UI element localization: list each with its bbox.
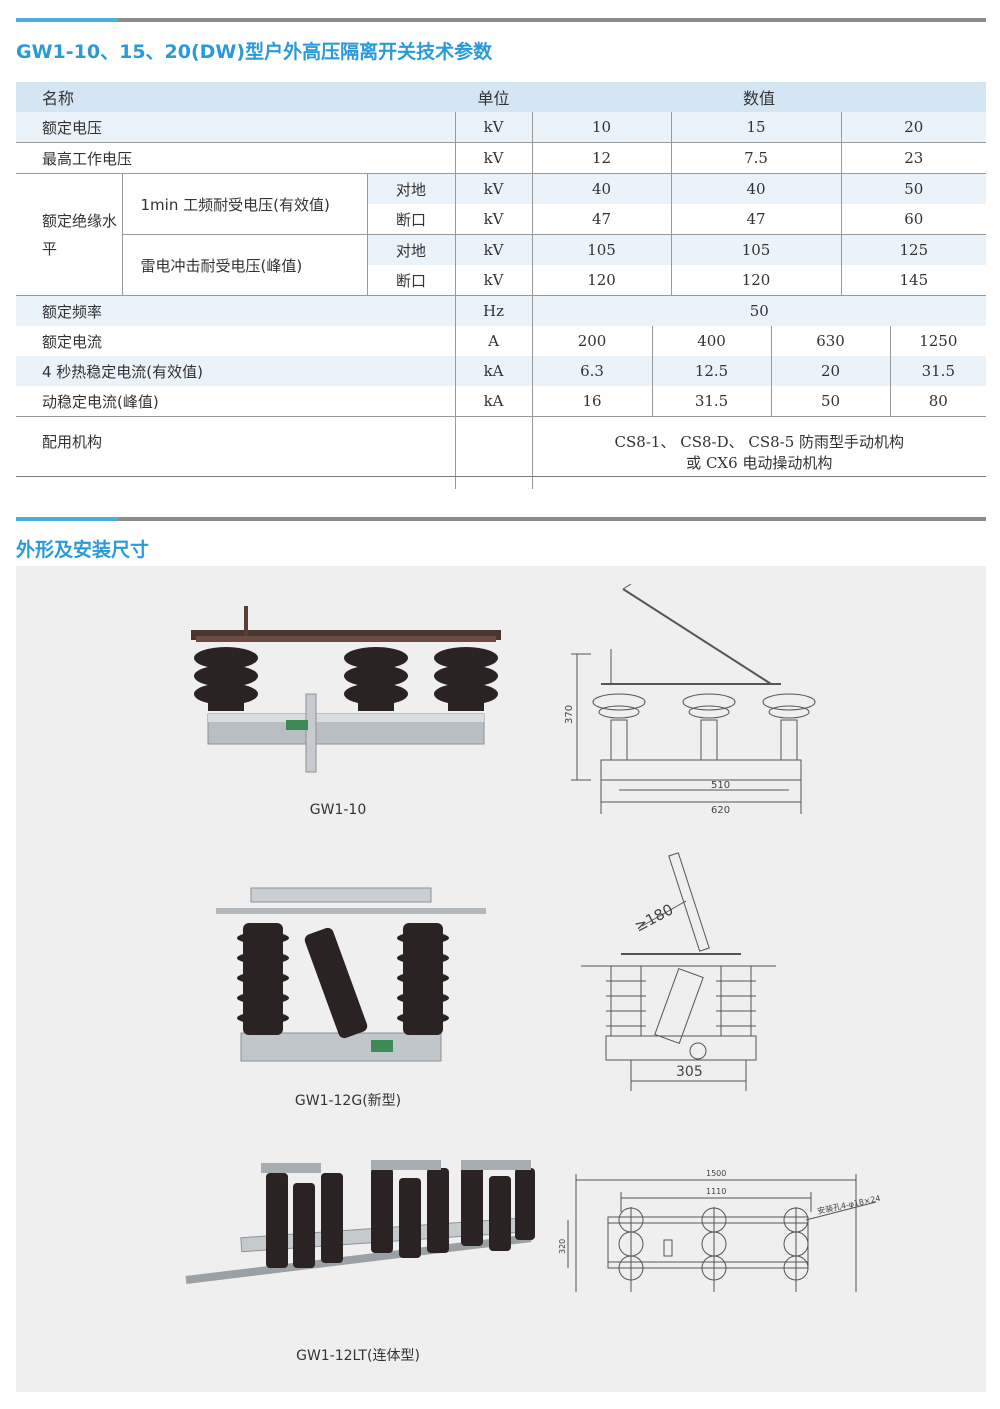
unit-cell: kA: [454, 386, 533, 417]
value-cell: 31.5: [651, 386, 772, 417]
figure-panel: GW1-10 370 510 620 GW1-12G(新型): [16, 566, 986, 1392]
gw1-12lt-caption: GW1-12LT(连体型): [296, 1348, 420, 1364]
row-label: 4 秒热稳定电流(有效值): [16, 356, 456, 386]
value-cell: 630: [770, 326, 891, 356]
row-label: 额定电流: [42, 332, 103, 351]
break-label: 断口: [366, 265, 456, 296]
value-cell: 47: [670, 204, 842, 235]
value-cell: 47: [531, 204, 672, 235]
lightning-label: 雷电冲击耐受电压(峰值): [121, 234, 367, 296]
row-label: 动稳定电流(峰值): [16, 386, 456, 417]
spec-table: 名称 单位 数值 额定电压 kV 10 15 20 最高工作电压 kV 12 7…: [16, 82, 987, 489]
dim-angle: ≥180: [631, 900, 676, 935]
gw1-10-caption: GW1-10: [309, 802, 367, 818]
value-cell: 31.5: [889, 356, 987, 386]
gw1-12g-drawing: ≥180 305: [581, 852, 776, 1091]
dim-height: 370: [564, 705, 575, 724]
dim-height: 320: [558, 1239, 567, 1254]
unit-cell: kV: [454, 204, 533, 235]
dim-inner: 1110: [706, 1187, 726, 1196]
value-cell: 15: [670, 112, 842, 143]
value-cell: 80: [889, 386, 987, 417]
unit-cell: Hz: [454, 295, 533, 326]
value-cell: 200: [531, 326, 653, 356]
gw1-12g-caption: GW1-12G(新型): [294, 1093, 402, 1109]
value-cell: 40: [670, 173, 842, 204]
value-cell: 145: [840, 265, 987, 296]
unit-cell: kA: [454, 356, 533, 386]
value-cell: 6.3: [531, 356, 653, 386]
value-cell: 120: [670, 265, 842, 296]
divider-accent: [16, 18, 118, 22]
dim-width: 305: [676, 1064, 703, 1080]
value-cell: 60: [840, 204, 987, 235]
dim-outer: 1500: [706, 1169, 726, 1178]
power-freq-label: 1min 工频耐受电压(有效值): [121, 173, 367, 235]
divider-accent: [16, 517, 118, 521]
hole-note: 安装孔4-φ18×24: [816, 1193, 881, 1216]
unit-cell: [454, 416, 533, 489]
ground-label: 对地: [366, 234, 456, 265]
value-cell: 105: [670, 234, 842, 265]
value-cell: 12.5: [651, 356, 772, 386]
value-cell: 1250: [889, 326, 987, 356]
value-cell: 16: [531, 386, 653, 417]
value-cell: 10: [531, 112, 672, 143]
top-divider: [16, 18, 986, 22]
section-title-dimensions: 外形及安装尺寸: [16, 539, 150, 561]
unit-cell: A: [454, 326, 533, 356]
break-label: 断口: [366, 204, 456, 235]
value-cell: 23: [840, 142, 987, 174]
insulation-label: 额定绝缘水平: [16, 173, 122, 296]
value-cell: 40: [531, 173, 672, 204]
unit-cell: kV: [454, 142, 533, 174]
row-label: 配用机构: [42, 433, 103, 451]
gw1-12g-photo: [216, 887, 486, 1062]
gw1-10-photo: [191, 606, 501, 773]
unit-cell: kV: [454, 265, 533, 296]
section-title-specs: GW1-10、15、20(DW)型户外高压隔离开关技术参数: [16, 41, 493, 63]
value-cell: 105: [531, 234, 672, 265]
row-label: 最高工作电压: [16, 142, 456, 174]
mechanism-cell: CS8-1、 CS8-D、 CS8-5 防雨型手动机构 或 CX6 电动操动机构: [531, 416, 987, 489]
unit-cell: kV: [454, 173, 533, 204]
value-cell: 12: [531, 142, 672, 174]
value-cell: 20: [840, 112, 987, 143]
value-cell: 7.5: [670, 142, 842, 174]
section2-divider: [16, 517, 986, 521]
mechanism-line2: 或 CX6 电动操动机构: [686, 454, 833, 472]
dim-outer: 620: [711, 805, 730, 816]
value-cell: 50: [531, 295, 987, 326]
value-cell: 125: [840, 234, 987, 265]
row-label: 额定电压: [16, 112, 456, 143]
unit-cell: kV: [454, 112, 533, 143]
value-cell: 20: [770, 356, 891, 386]
dim-inner: 510: [711, 780, 730, 791]
unit-cell: kV: [454, 234, 533, 265]
gw1-12lt-drawing: 1500 1110 320 安装孔4-φ18×24: [558, 1169, 881, 1292]
value-cell: 50: [770, 386, 891, 417]
row-label: 额定频率: [16, 295, 456, 326]
value-cell: 50: [840, 173, 987, 204]
gw1-10-drawing: 370 510 620: [564, 584, 816, 816]
mechanism-line1: CS8-1、 CS8-D、 CS8-5 防雨型手动机构: [614, 433, 905, 451]
value-cell: 400: [651, 326, 772, 356]
header-unit: 单位: [455, 82, 533, 112]
table-bottom-rule: [16, 476, 986, 477]
value-cell: 120: [531, 265, 672, 296]
ground-label: 对地: [366, 173, 456, 204]
header-value: 数值: [532, 82, 987, 112]
gw1-12lt-photo: [185, 1160, 535, 1284]
header-name: 名称: [16, 82, 456, 112]
